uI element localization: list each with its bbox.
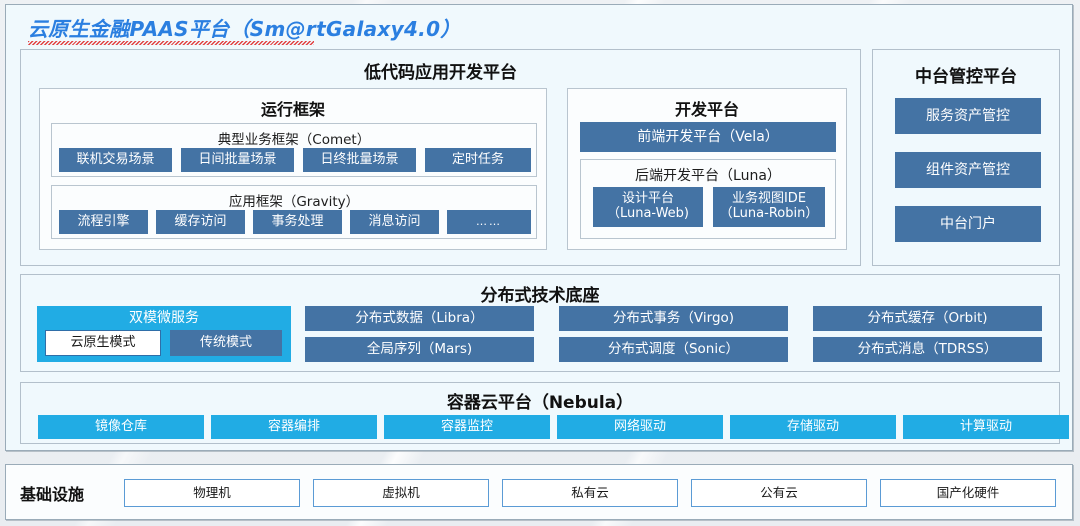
container-item-2[interactable]: 容器监控	[384, 415, 550, 439]
dualmode-item-0[interactable]: 云原生模式	[45, 330, 161, 356]
dualmode-item-1[interactable]: 传统模式	[170, 330, 282, 356]
backend-platform-caption: 后端开发平台（Luna）	[635, 168, 781, 184]
runtime-framework-section: 运行框架 典型业务框架（Comet） 联机交易场景 日间批量场景 日终批量场景 …	[39, 88, 547, 250]
comet-item-0[interactable]: 联机交易场景	[59, 148, 172, 172]
infrastructure-label: 基础设施	[20, 485, 85, 504]
gravity-group: 应用框架（Gravity） 流程引擎 缓存访问 事务处理 消息访问 ……	[51, 185, 537, 239]
backend-item-1[interactable]: 业务视图IDE （Luna-Robin）	[713, 187, 825, 227]
infrastructure-item-4[interactable]: 国产化硬件	[880, 479, 1056, 507]
foundation-col0-item1[interactable]: 全局序列（Mars)	[305, 337, 534, 362]
foundation-col2-item1[interactable]: 分布式消息（TDRSS）	[813, 337, 1042, 362]
backend-item-0[interactable]: 设计平台 （Luna-Web)	[593, 187, 703, 227]
dualmode-caption: 双模微服务	[129, 310, 199, 326]
comet-item-3[interactable]: 定时任务	[425, 148, 531, 172]
development-platform-section: 开发平台 前端开发平台（Vela） 后端开发平台（Luna） 设计平台 （Lun…	[567, 88, 847, 250]
container-item-4[interactable]: 存储驱动	[730, 415, 896, 439]
page-title: 云原生金融PAAS平台（Sm@rtGalaxy4.0）	[28, 13, 461, 45]
container-item-0[interactable]: 镜像仓库	[38, 415, 204, 439]
midplatform-item-1[interactable]: 组件资产管控	[895, 152, 1041, 188]
comet-group: 典型业务框架（Comet） 联机交易场景 日间批量场景 日终批量场景 定时任务	[51, 123, 537, 177]
gravity-item-3[interactable]: 消息访问	[350, 210, 439, 234]
spellcheck-underline	[28, 41, 314, 45]
infrastructure-item-2[interactable]: 私有云	[502, 479, 678, 507]
foundation-col1-item1[interactable]: 分布式调度（Sonic）	[559, 337, 788, 362]
page-title-text: 云原生金融PAAS平台（Sm@rtGalaxy4.0）	[28, 17, 461, 41]
distributed-foundation-header: 分布式技术底座	[480, 286, 600, 306]
foundation-col0-item0[interactable]: 分布式数据（Libra）	[305, 306, 534, 331]
runtime-framework-header: 运行框架	[260, 100, 325, 119]
frontend-platform-chip[interactable]: 前端开发平台（Vela）	[580, 122, 836, 152]
midplatform-section: 中台管控平台 服务资产管控 组件资产管控 中台门户	[872, 49, 1060, 266]
container-item-1[interactable]: 容器编排	[211, 415, 377, 439]
gravity-item-2[interactable]: 事务处理	[253, 210, 342, 234]
container-item-5[interactable]: 计算驱动	[903, 415, 1069, 439]
comet-item-2[interactable]: 日终批量场景	[303, 148, 416, 172]
midplatform-item-0[interactable]: 服务资产管控	[895, 98, 1041, 134]
container-cloud-section: 容器云平台（Nebula） 镜像仓库 容器编排 容器监控 网络驱动 存储驱动 计…	[20, 382, 1069, 444]
infrastructure-section: 基础设施 物理机 虚拟机 私有云 公有云 国产化硬件	[5, 464, 1073, 520]
infrastructure-item-1[interactable]: 虚拟机	[313, 479, 489, 507]
midplatform-header: 中台管控平台	[915, 67, 1017, 87]
development-platform-header: 开发平台	[674, 100, 739, 119]
gravity-item-0[interactable]: 流程引擎	[59, 210, 148, 234]
lowcode-platform-header: 低代码应用开发平台	[364, 63, 517, 83]
foundation-col1-item0[interactable]: 分布式事务（Virgo)	[559, 306, 788, 331]
container-cloud-header: 容器云平台（Nebula）	[446, 393, 634, 413]
infrastructure-item-3[interactable]: 公有云	[691, 479, 867, 507]
lowcode-platform-section: 低代码应用开发平台 运行框架 典型业务框架（Comet） 联机交易场景 日间批量…	[20, 49, 861, 266]
foundation-col2-item0[interactable]: 分布式缓存（Orbit)	[813, 306, 1042, 331]
container-item-3[interactable]: 网络驱动	[557, 415, 723, 439]
gravity-item-4[interactable]: ……	[447, 210, 531, 234]
distributed-foundation-section: 分布式技术底座 双模微服务 云原生模式 传统模式 分布式数据（Libra） 全局…	[20, 274, 1060, 372]
gravity-item-1[interactable]: 缓存访问	[156, 210, 245, 234]
midplatform-item-2[interactable]: 中台门户	[895, 206, 1041, 242]
dualmode-microservice-group[interactable]: 双模微服务 云原生模式 传统模式	[37, 306, 291, 362]
comet-item-1[interactable]: 日间批量场景	[181, 148, 294, 172]
comet-caption: 典型业务框架（Comet）	[217, 132, 371, 148]
infrastructure-item-0[interactable]: 物理机	[124, 479, 300, 507]
platform-panel: 云原生金融PAAS平台（Sm@rtGalaxy4.0） 低代码应用开发平台 运行…	[5, 4, 1073, 451]
backend-platform-group: 后端开发平台（Luna） 设计平台 （Luna-Web) 业务视图IDE （Lu…	[580, 159, 836, 239]
gravity-caption: 应用框架（Gravity）	[228, 194, 360, 210]
